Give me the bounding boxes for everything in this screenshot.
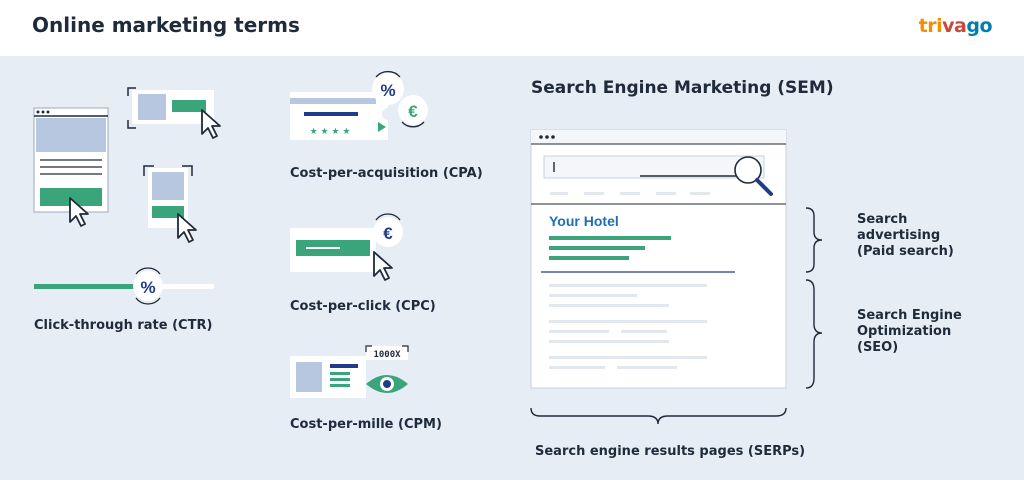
impressions-count: 1000X — [373, 350, 401, 360]
percent-circle-icon: % — [372, 71, 404, 105]
percent-symbol: % — [140, 278, 155, 297]
serp-label: Search engine results pages (SERPs) — [535, 444, 806, 459]
ctr-rate-bar — [34, 284, 214, 289]
page-title: Online marketing terms — [32, 13, 300, 37]
logo-part-2: va — [942, 15, 967, 37]
ad-button-icon — [290, 228, 376, 272]
content-panel — [0, 56, 1024, 480]
percent-icon: % — [133, 267, 163, 305]
cursor-icon — [373, 251, 393, 281]
organic-results — [549, 284, 707, 369]
eye-icon — [366, 375, 408, 393]
search-icon — [734, 156, 773, 196]
serp-brace — [530, 407, 787, 425]
ctr-illustration: % — [33, 87, 221, 305]
impressions-badge: 1000X — [365, 345, 409, 360]
cpm-label: Cost-per-mille (CPM) — [290, 417, 442, 432]
euro-symbol: € — [383, 224, 393, 243]
ticket-icon: ★ ★ ★ ★ — [290, 92, 388, 140]
logo-part-3: go — [966, 15, 992, 37]
result-title: Your Hotel — [549, 213, 619, 229]
cpc-illustration: € — [290, 213, 403, 281]
serp-mockup: Your Hotel — [530, 129, 787, 389]
banner-ad-icon — [127, 87, 214, 129]
paid-search-brace — [805, 207, 823, 273]
svg-text:★ ★ ★ ★: ★ ★ ★ ★ — [310, 127, 351, 137]
logo-part-1: tri — [918, 15, 943, 37]
ctr-label: Click-through rate (CTR) — [34, 318, 213, 333]
cpa-label: Cost-per-acquisition (CPA) — [290, 166, 483, 181]
seo-brace — [805, 279, 823, 389]
percent-symbol: % — [380, 81, 395, 100]
euro-circle-icon: € — [373, 213, 403, 247]
serp-tabs — [550, 192, 710, 195]
browser-window-icon — [33, 107, 109, 213]
trivago-logo: trivago — [918, 15, 993, 37]
seo-label: Search Engine Optimization (SEO) — [857, 308, 962, 355]
cpc-label: Cost-per-click (CPC) — [290, 299, 436, 314]
sem-title: Search Engine Marketing (SEM) — [531, 78, 834, 98]
mobile-card-icon — [143, 165, 193, 228]
ad-banner-icon — [290, 356, 366, 398]
euro-circle-icon: € — [398, 95, 428, 128]
cpm-illustration: 1000X — [290, 345, 409, 398]
paid-result: Your Hotel — [549, 213, 671, 260]
search-bar — [543, 155, 765, 179]
header: Online marketing terms trivago — [0, 0, 1024, 56]
paid-search-label: Search advertising (Paid search) — [857, 212, 954, 259]
cpa-illustration: ★ ★ ★ ★ % € — [290, 71, 428, 140]
euro-symbol: € — [408, 102, 418, 121]
